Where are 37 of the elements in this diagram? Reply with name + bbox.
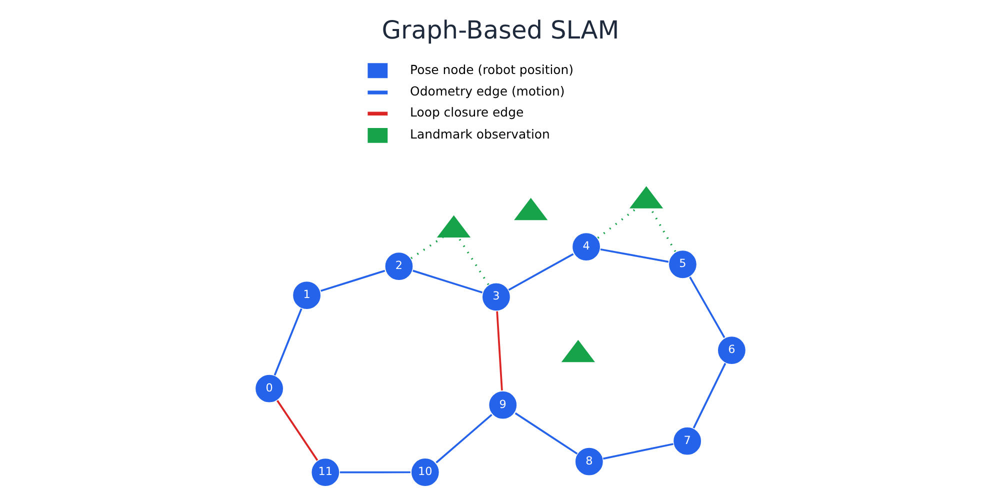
node-triangle <box>560 340 594 362</box>
legend-label: Pose node (robot position) <box>410 62 574 77</box>
connector <box>692 362 726 428</box>
node-circle: 9 <box>487 390 518 420</box>
node-circle: 1 <box>291 280 322 310</box>
legend-label: Landmark observation <box>410 126 550 142</box>
node-circle: 4 <box>570 232 601 262</box>
legend-label: Odometry edge (motion) <box>410 84 564 99</box>
node-circle: 2 <box>384 251 414 282</box>
node-triangle <box>628 186 663 208</box>
connector <box>410 236 444 260</box>
connector <box>508 253 574 291</box>
node-circle: 8 <box>574 446 604 477</box>
connector <box>273 308 302 376</box>
connector <box>339 471 410 474</box>
node-circle: 6 <box>716 335 746 366</box>
connector <box>276 400 318 461</box>
node-triangle <box>514 198 548 220</box>
node-circle: 11 <box>310 457 340 488</box>
node-circle: 5 <box>667 249 698 280</box>
connector <box>514 412 578 454</box>
connector <box>688 276 725 338</box>
node-circle: 7 <box>672 426 702 456</box>
diagram-title: Graph-Based SLAM <box>381 15 619 44</box>
node-circle: 10 <box>410 457 440 488</box>
legend-label: Loop closure edge <box>410 104 524 120</box>
connector <box>600 248 668 263</box>
node-circle: 0 <box>254 374 284 404</box>
connector <box>435 414 492 464</box>
connector <box>412 270 482 294</box>
node-circle: 3 <box>480 282 511 312</box>
connector <box>496 311 502 390</box>
node-triangle <box>436 215 470 238</box>
connector <box>320 270 385 292</box>
connector <box>602 443 673 460</box>
connector <box>596 207 638 239</box>
connector <box>456 236 489 286</box>
